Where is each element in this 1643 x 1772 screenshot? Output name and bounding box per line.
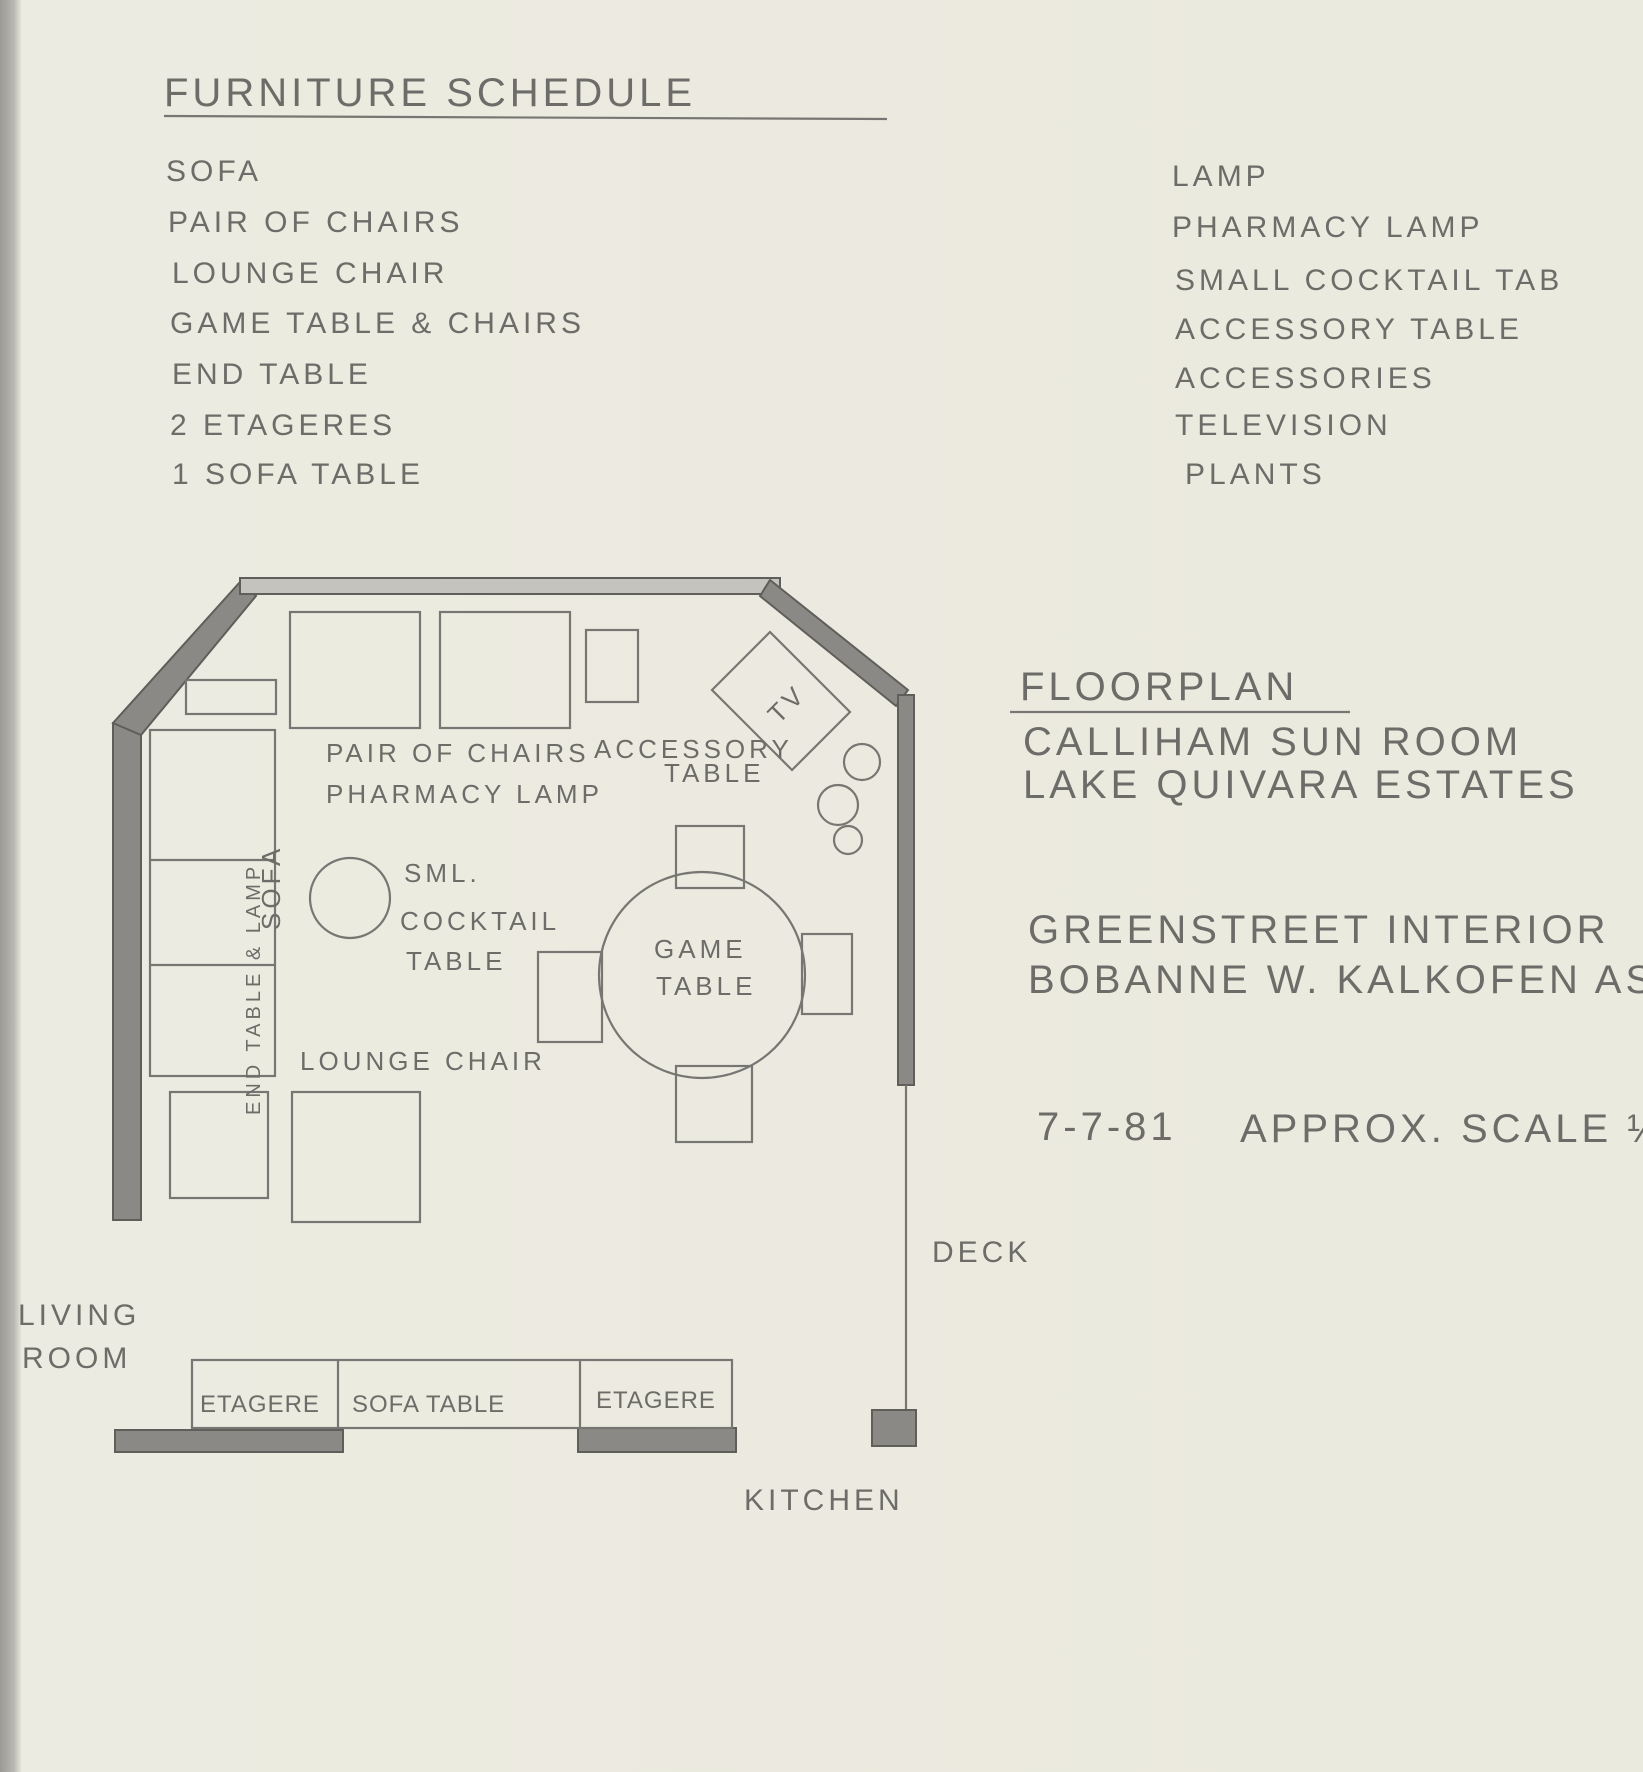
schedule-item: TELEVISION xyxy=(1175,409,1392,442)
schedule-item: END TABLE xyxy=(172,358,372,391)
room-walls xyxy=(111,577,917,1453)
schedule-item: ACCESSORIES xyxy=(1175,362,1436,395)
plant-symbol xyxy=(816,742,882,856)
label-game: GAME xyxy=(654,934,747,964)
tv-label: TV xyxy=(762,679,812,729)
etageres-and-sofa-table xyxy=(190,1358,734,1430)
label-room: ROOM xyxy=(22,1342,131,1375)
schedule-left-list: SOFA PAIR OF CHAIRS LOUNGE CHAIR GAME TA… xyxy=(166,155,585,491)
schedule-item: PAIR OF CHAIRS xyxy=(168,206,463,239)
right-wall xyxy=(897,694,915,1086)
chair-left xyxy=(288,610,422,730)
label-etagere-left: ETAGERE xyxy=(200,1391,320,1418)
label-lounge-chair: LOUNGE CHAIR xyxy=(300,1046,546,1076)
schedule-item: 2 ETAGERES xyxy=(170,409,396,442)
label-end-table: END TABLE & LAMP xyxy=(243,863,265,1115)
bottom-wall-left xyxy=(114,1429,344,1453)
game-chair xyxy=(674,824,746,890)
title-block: FLOORPLAN CALLIHAM SUN ROOM LAKE QUIVARA… xyxy=(1010,665,1643,1151)
schedule-item: ACCESSORY TABLE xyxy=(1175,313,1523,346)
floorplan-heading: FLOORPLAN xyxy=(1020,665,1298,709)
game-chair xyxy=(674,1064,754,1144)
label-living: LIVING xyxy=(18,1299,140,1332)
drawing-scale: APPROX. SCALE ½ xyxy=(1240,1107,1643,1151)
game-table xyxy=(597,870,807,1080)
sofa xyxy=(148,728,277,1078)
top-wall xyxy=(239,577,781,595)
schedule-right-list: LAMP PHARMACY LAMP SMALL COCKTAIL TAB AC… xyxy=(1172,160,1563,491)
schedule-item: 1 SOFA TABLE xyxy=(172,458,424,491)
end-table xyxy=(168,1090,270,1200)
wall-stub xyxy=(871,1409,917,1447)
accessory-table xyxy=(584,628,640,704)
sofa-label: SOFA xyxy=(256,845,286,930)
project-name: CALLIHAM SUN ROOM xyxy=(1023,720,1522,764)
schedule-item: LAMP xyxy=(1172,160,1270,193)
game-chair xyxy=(536,950,604,1044)
plan-labels: PAIR OF CHAIRS PHARMACY LAMP ACCESSORY T… xyxy=(18,734,1031,1517)
bottom-wall-right xyxy=(577,1427,737,1453)
title-underline xyxy=(163,114,888,121)
label-etagere-right: ETAGERE xyxy=(596,1387,716,1414)
label-kitchen: KITCHEN xyxy=(744,1484,904,1517)
schedule-item: SMALL COCKTAIL TAB xyxy=(1175,264,1563,297)
schedule-title: FURNITURE SCHEDULE xyxy=(164,71,696,115)
schedule-item: PLANTS xyxy=(1185,458,1326,491)
firm-name: GREENSTREET INTERIOR xyxy=(1028,908,1610,952)
schedule-item: LOUNGE CHAIR xyxy=(172,257,448,290)
schedule-item: SOFA xyxy=(166,155,262,188)
lounge-chair xyxy=(290,1090,422,1224)
small-cocktail-table xyxy=(308,856,392,940)
left-wall xyxy=(112,722,142,1221)
chair-right xyxy=(438,610,572,730)
label-sml: SML. xyxy=(404,858,481,888)
designer-name: BOBANNE W. KALKOFEN AS xyxy=(1028,958,1643,1002)
pharmacy-lamp-symbol xyxy=(184,678,278,716)
label-accessory-table: TABLE xyxy=(664,758,764,788)
schedule-item: PHARMACY LAMP xyxy=(1172,211,1484,244)
drawing-date: 7-7-81 xyxy=(1037,1105,1177,1149)
furniture: TV SOFA xyxy=(148,610,882,1430)
schedule-item: GAME TABLE & CHAIRS xyxy=(170,307,585,340)
label-pharmacy-lamp: PHARMACY LAMP xyxy=(326,779,603,809)
label-accessory: ACCESSORY xyxy=(594,734,793,764)
label-cocktail-table: TABLE xyxy=(406,946,506,976)
television xyxy=(710,630,852,772)
label-pair-of-chairs: PAIR OF CHAIRS xyxy=(326,738,590,768)
project-location: LAKE QUIVARA ESTATES xyxy=(1023,763,1579,807)
label-cocktail: COCKTAIL xyxy=(400,906,560,936)
label-deck: DECK xyxy=(932,1236,1031,1269)
upper-right-wall xyxy=(758,578,910,708)
label-sofa-table: SOFA TABLE xyxy=(352,1391,505,1418)
label-game-table: TABLE xyxy=(656,971,756,1001)
game-chair xyxy=(800,932,854,1016)
upper-left-wall xyxy=(111,580,258,737)
